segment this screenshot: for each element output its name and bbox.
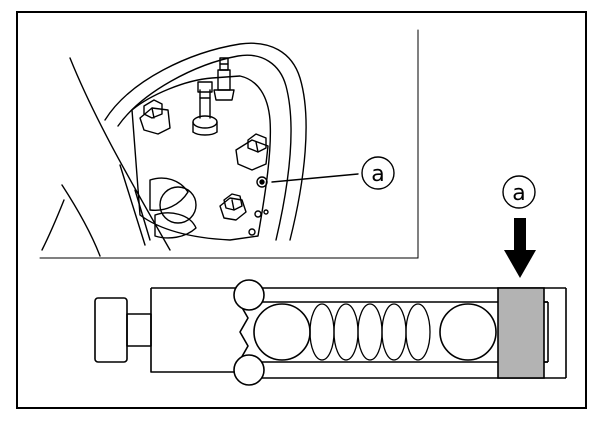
plate-hole-2 xyxy=(248,228,256,236)
callout-top-label: a xyxy=(371,162,384,187)
housing-outer-rim xyxy=(104,42,307,241)
callout-bottom-label: a xyxy=(512,181,525,206)
bolt-bottom xyxy=(219,193,247,221)
tool-knob xyxy=(94,297,128,363)
ball-left xyxy=(253,303,311,361)
leader-line-top xyxy=(271,173,359,183)
spoke-2 xyxy=(119,164,146,246)
tool-section-view xyxy=(94,279,567,386)
callout-top-circle xyxy=(361,156,395,190)
ball-top xyxy=(233,279,265,311)
spring xyxy=(309,303,431,361)
outer-border xyxy=(16,11,587,409)
housing-detail-view xyxy=(39,29,419,259)
ball-bottom xyxy=(233,354,265,386)
cutout-2 xyxy=(154,212,197,239)
tall-stud xyxy=(213,57,235,101)
callout-top: a xyxy=(361,156,395,190)
center-shaft xyxy=(192,81,218,136)
cutout-1 xyxy=(149,177,189,212)
hub-circle xyxy=(159,186,197,224)
callout-bottom: a xyxy=(502,175,536,209)
mounting-plate xyxy=(131,75,272,241)
hole-target xyxy=(256,176,268,188)
bolt-top-left xyxy=(139,99,171,135)
housing-lower-left-edge xyxy=(61,184,101,257)
housing-inner-rim xyxy=(117,54,292,241)
spoke-1 xyxy=(134,189,151,241)
tool-knob-neck xyxy=(126,313,152,347)
arrow-down-icon xyxy=(504,218,536,278)
bore-notch xyxy=(239,303,249,361)
plate-hole-3 xyxy=(263,209,269,215)
tool-body-left xyxy=(150,287,240,373)
hole-target-center xyxy=(259,179,265,185)
housing-corner-edge xyxy=(41,199,65,251)
callout-bottom-circle xyxy=(502,175,536,209)
ball-right xyxy=(439,303,497,361)
highlight-sleeve xyxy=(497,287,545,379)
bolt-right xyxy=(235,133,269,171)
plate-hole-1 xyxy=(254,210,262,218)
